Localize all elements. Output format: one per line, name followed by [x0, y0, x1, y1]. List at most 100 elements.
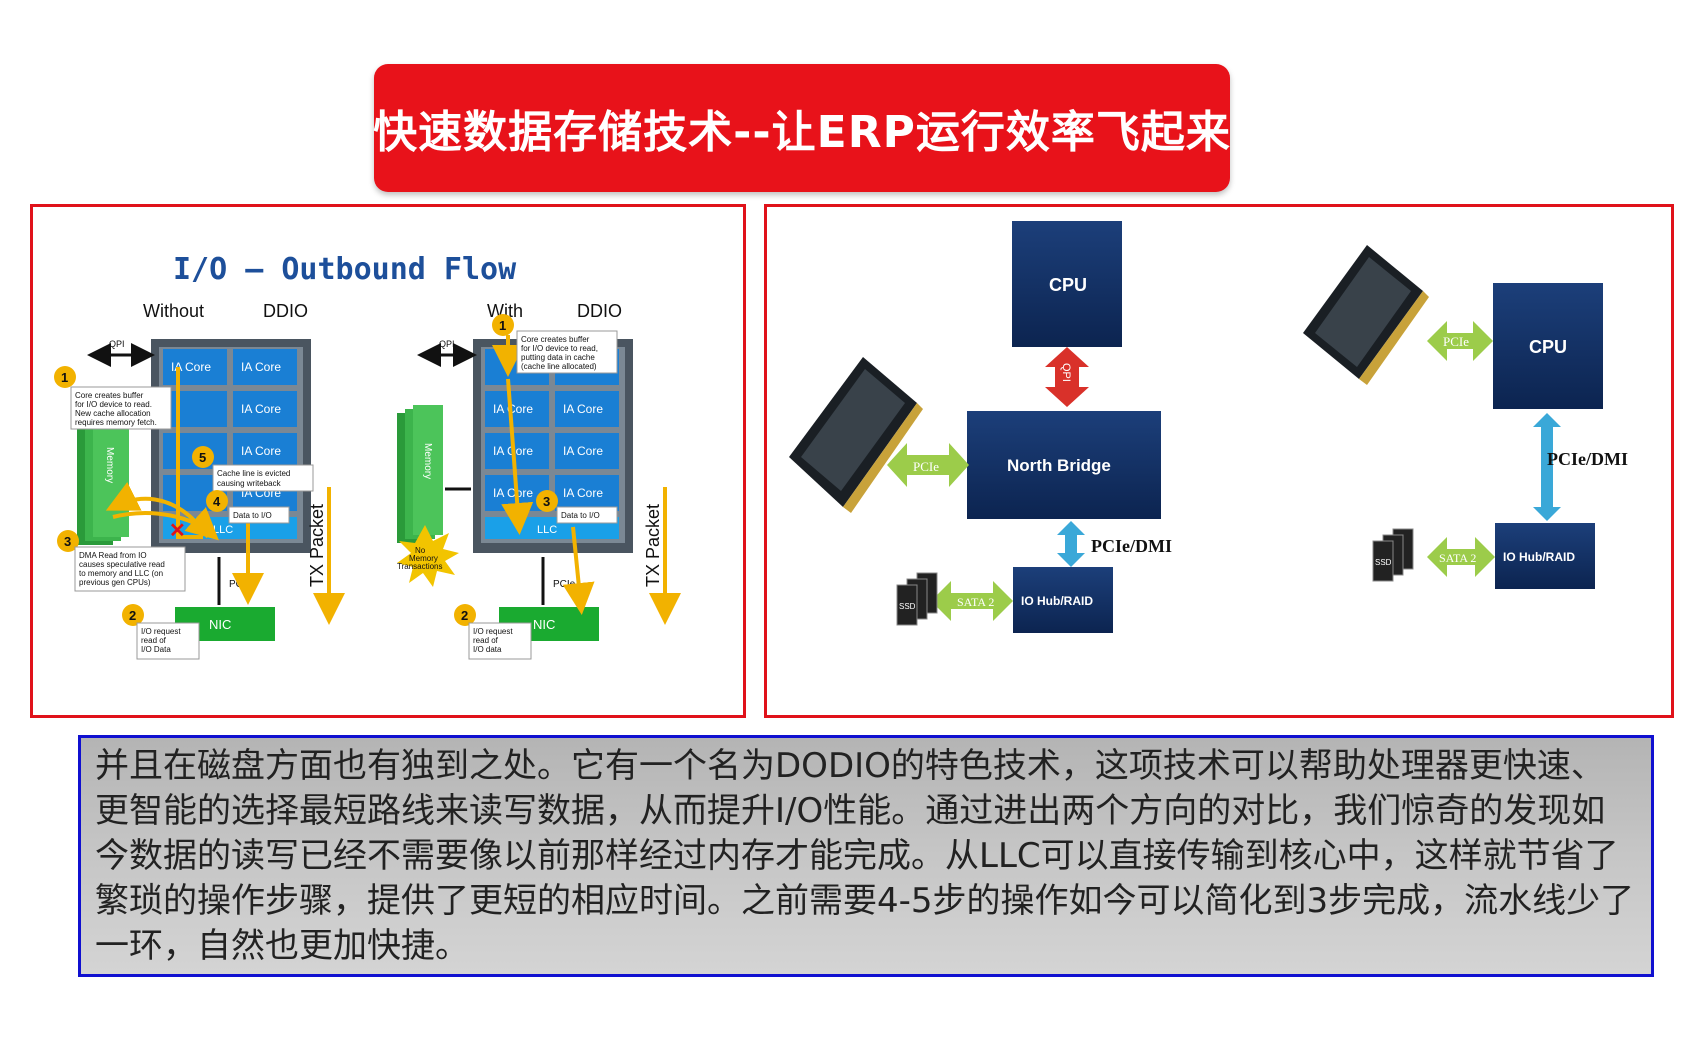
flow-path [562, 526, 595, 615]
io-hub-block [1495, 523, 1595, 589]
note-text: Transactions [397, 562, 443, 571]
step-number: 4 [213, 494, 221, 509]
note-text: I/O request [473, 627, 513, 636]
step-number: 3 [64, 534, 71, 549]
description-box: 并且在磁盘方面也有独到之处。它有一个名为DODIO的特色技术，这项技术可以帮助处… [78, 735, 1654, 977]
step-3-callout: 3 Data to I/O [536, 490, 618, 524]
note-text: New cache allocation [75, 409, 151, 418]
cpu-label: CPU [1529, 337, 1567, 357]
note-text: read of [473, 636, 499, 645]
step-number: 2 [461, 608, 468, 623]
memory-dimm [413, 405, 443, 535]
ia-core [233, 349, 297, 385]
note-text: causes speculative read [79, 560, 165, 569]
llc-label: LLC [537, 524, 557, 536]
ia-core-label: IA Core [493, 486, 533, 500]
no-memory-burst [397, 525, 459, 587]
ia-core-label: IA Core [493, 402, 533, 416]
ia-core [163, 349, 227, 385]
ia-core-label: IA Core [563, 402, 603, 416]
ia-core-label: IA Core [171, 360, 211, 374]
ia-core [233, 433, 297, 469]
sata-arrow [1427, 537, 1495, 577]
note-text: for I/O device to read, [521, 344, 598, 353]
pcie-label: PCIe [1443, 334, 1469, 349]
diagram-title: I/O – Outbound Flow [173, 252, 517, 287]
flow-path [501, 378, 534, 535]
banner-title: 快速数据存储技术--让ERP运行效率飞起来 [373, 107, 1231, 158]
note-text: Data to I/O [233, 511, 272, 520]
note-text: DMA Read from IO [79, 551, 147, 560]
ia-core-label: IA Core [563, 486, 603, 500]
note-text: for I/O device to read. [75, 400, 152, 409]
pcie-ssd-card [789, 357, 923, 513]
ssd-stack-icon: SSD [896, 572, 938, 626]
note-text: putting data in cache [521, 353, 595, 362]
qpi-label: QPI [109, 339, 125, 349]
io-outbound-flow-diagram: I/O – Outbound Flow Without DDIO With DD… [54, 252, 681, 660]
pcie-arrow [887, 443, 969, 487]
with-ddio-label: DDIO [577, 301, 622, 321]
ia-core-label: IA Core [241, 402, 281, 416]
pcie-label: PCIe [553, 579, 576, 590]
note-text: I/O request [141, 627, 181, 636]
title-banner: 快速数据存储技术--让ERP运行效率飞起来 [373, 64, 1231, 192]
ia-core-label: IA Core [241, 444, 281, 458]
step-5-callout: 5 Cache line is evicted causing writebac… [192, 446, 314, 492]
note-text: Core creates buffer [521, 335, 590, 344]
note-text: previous gen CPUs) [79, 578, 151, 587]
ia-core [555, 433, 619, 469]
io-outbound-flow-panel: I/O – Outbound Flow Without DDIO With DD… [30, 204, 746, 718]
tx-packet-label: TX Packet [307, 504, 327, 587]
qpi-label: QPI [439, 339, 455, 349]
io-hub-label: IO Hub/RAID [1503, 550, 1575, 564]
without-label: Without [143, 301, 204, 321]
blocked-marker: ✕ [169, 520, 186, 542]
step-number: 3 [543, 494, 550, 509]
architecture-panel: CPU QPI North Bridge PCIe PCIe/DMI IO Hu… [764, 204, 1674, 718]
ia-core [555, 391, 619, 427]
llc-label: LLC [213, 524, 233, 536]
qpi-label: QPI [1060, 363, 1072, 382]
note-text: to memory and LLC (on [79, 569, 163, 578]
pcie-dmi-label: PCIe/DMI [1091, 536, 1172, 556]
pcie-ssd-card [1303, 245, 1429, 385]
nic-label: NIC [533, 617, 555, 632]
note-text: I/O data [473, 645, 502, 654]
step-number: 1 [499, 318, 506, 333]
pcie-arrow [1427, 321, 1493, 361]
ia-core [485, 433, 549, 469]
ssd-label: SSD [1375, 558, 1392, 567]
note-text: causing writeback [217, 479, 282, 488]
note-text: Data to I/O [561, 511, 600, 520]
cpu-label: CPU [1049, 275, 1087, 295]
qpi-arrow [1045, 347, 1089, 407]
note-text: No [415, 546, 426, 555]
cpu-block [1012, 221, 1122, 347]
tx-packet-label: TX Packet [643, 504, 663, 587]
north-bridge-block [967, 411, 1161, 519]
memory-label: Memory [104, 447, 115, 483]
note-text: Memory [409, 554, 438, 563]
note-text: Cache line is evicted [217, 469, 290, 478]
note-text: I/O Data [141, 645, 171, 654]
step-4-callout: 4 Data to I/O [206, 490, 290, 524]
architecture-diagram: CPU QPI North Bridge PCIe PCIe/DMI IO Hu… [789, 221, 1628, 633]
flow-path [112, 507, 219, 541]
with-ddio-group: Memory No Memory Transactions IA Core IA… [397, 314, 681, 660]
step-1-callout: 1 Core creates buffer for I/O device to … [492, 314, 618, 374]
ia-core [485, 391, 549, 427]
step-number: 1 [61, 370, 68, 385]
step-number: 5 [199, 450, 206, 465]
cpu-block [1493, 283, 1603, 409]
ssd-stack-icon: SSD [1372, 528, 1414, 582]
ia-core-label: IA Core [241, 360, 281, 374]
with-label: With [487, 301, 523, 321]
legacy-architecture: CPU QPI North Bridge PCIe PCIe/DMI IO Hu… [789, 221, 1172, 633]
note-text: read of [141, 636, 167, 645]
ia-core [555, 475, 619, 511]
note-text: (cache line allocated) [521, 362, 597, 371]
pcie-dmi-label: PCIe/DMI [1547, 449, 1628, 469]
step-number: 2 [129, 608, 136, 623]
ddio-architecture: CPU PCIe PCIe/DMI IO Hub/RAID SATA 2 SSD [1303, 245, 1628, 589]
